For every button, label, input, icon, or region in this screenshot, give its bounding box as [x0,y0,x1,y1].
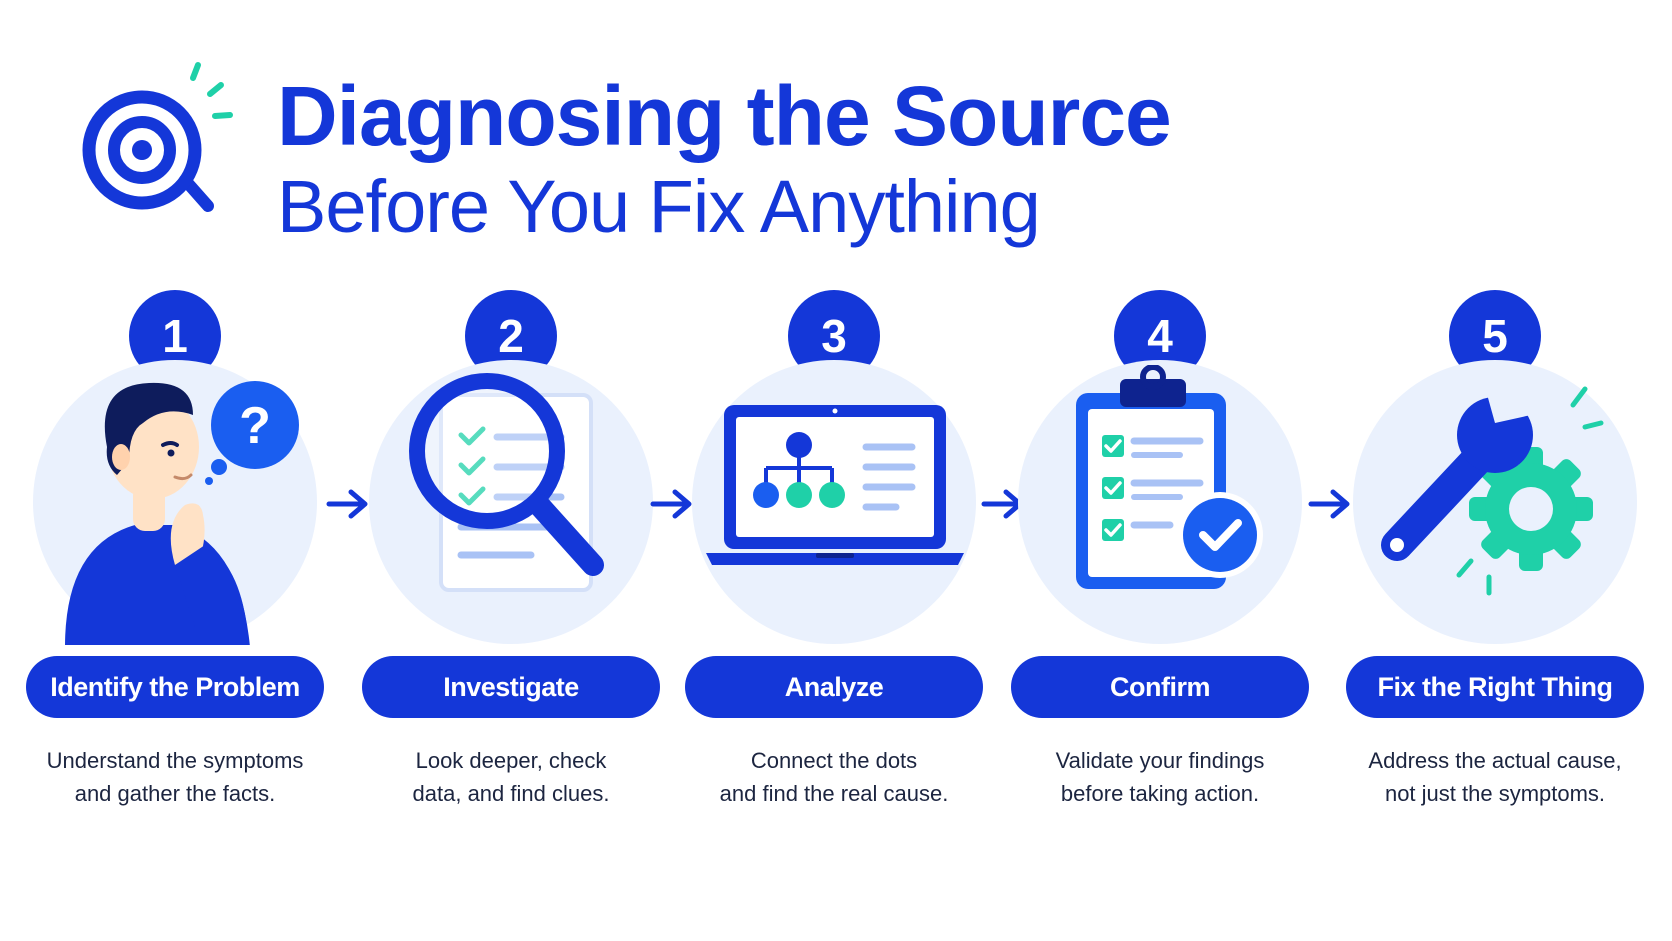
title-line-2: Before You Fix Anything [277,165,1041,248]
step-description-line: not just the symptoms. [1384,781,1606,806]
step-4: 4 Confirm Validate your findings before … [1010,290,1310,810]
arrow-right-icon [326,489,368,519]
arrow-right-icon [650,489,692,519]
step-description-line: and find the real cause. [719,781,949,806]
step-label: Analyze [685,656,983,718]
step-description: Address the actual cause, not just the s… [1345,744,1645,810]
step-label: Confirm [1011,656,1309,718]
header: Diagnosing the Source Before You Fix Any… [80,60,1280,250]
clipboard-check-icon [1076,365,1263,589]
svg-text:?: ? [239,397,271,455]
step-description: Validate your findings before taking act… [1010,744,1310,810]
step-description-line: before taking action. [1060,781,1260,806]
target-magnifier-icon [82,62,233,212]
step-label: Fix the Right Thing [1346,656,1644,718]
step-1: 1 ? Identify the Problem Understand the … [25,290,325,810]
step-label: Investigate [362,656,660,718]
step-description-line: Address the actual cause, [1368,748,1622,773]
step-2: 2 Investigate Look deeper, check data, a… [361,290,661,810]
step-description-line: Connect the dots [750,748,918,773]
wrench-gear-icon [1381,386,1604,596]
step-label: Identify the Problem [26,656,324,718]
step-description: Connect the dots and find the real cause… [684,744,984,810]
step-description: Look deeper, check data, and find clues. [361,744,661,810]
step-5: 5 Fix the Right Thing Address the actual… [1345,290,1645,810]
step-3: 3 Analyze Connect the dots and find the … [684,290,984,810]
step-description-line: and gather the facts. [74,781,276,806]
step-description-line: Understand the symptoms [46,748,304,773]
thinking-person-icon: ? [65,381,299,645]
arrow-right-icon [1308,489,1350,519]
step-description-line: data, and find clues. [412,781,610,806]
laptop-diagram-icon [706,405,964,565]
magnifier-checklist-icon [409,373,604,592]
title-line-1: Diagnosing the Source [277,69,1172,163]
step-description-line: Look deeper, check [415,748,607,773]
step-description: Understand the symptoms and gather the f… [25,744,325,810]
step-description-line: Validate your findings [1055,748,1265,773]
